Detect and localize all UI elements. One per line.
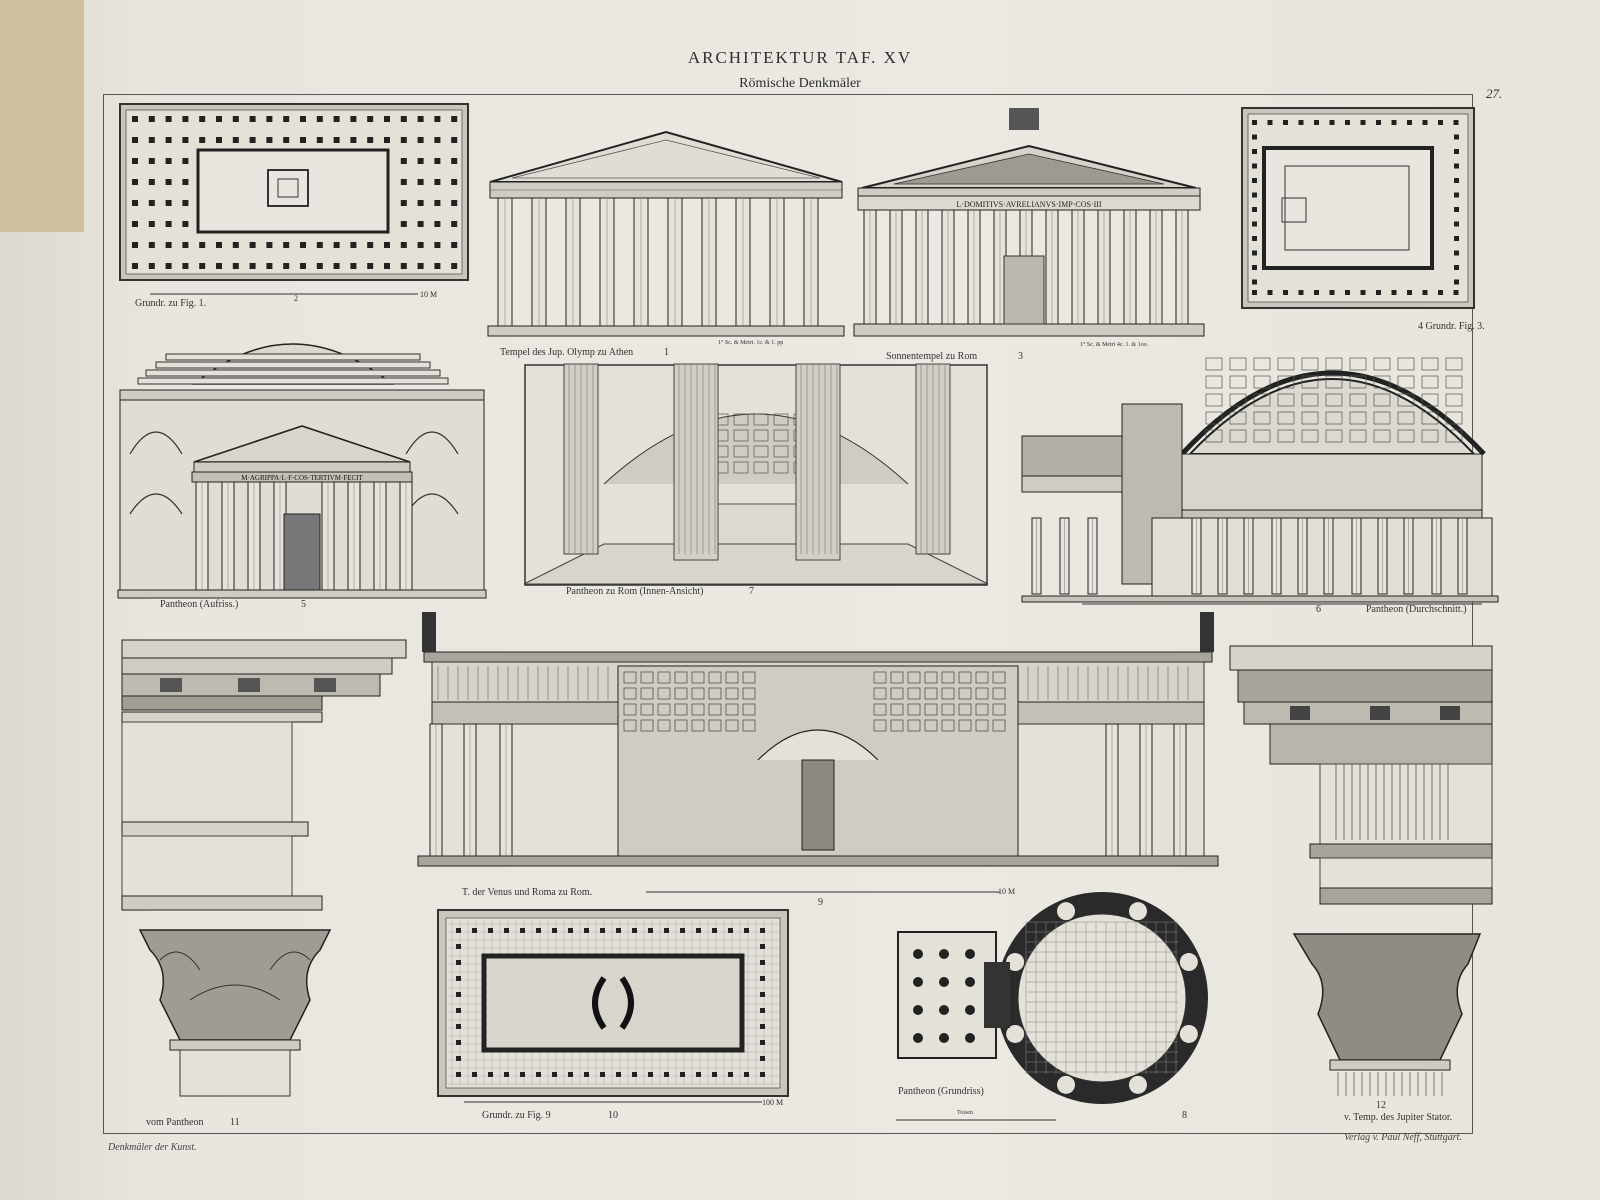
scale-label-fig10: 100 M (762, 1098, 784, 1107)
caption-fig3: Sonnentempel zu Rom (886, 351, 978, 362)
sun-temple-inscription: L·DOMITIVS·AVRELIANVS·IMP·COS·III (956, 200, 1102, 209)
caption-fig5-number: 5 (301, 599, 306, 610)
fig3-sun-temple-elevation: L·DOMITIVS·AVRELIANVS·IMP·COS·III (853, 108, 1205, 337)
caption-fig11: vom Pantheon (146, 1117, 204, 1128)
fig7-pantheon-interior (523, 363, 989, 586)
paper-tab (0, 0, 84, 232)
fig12-jupiter-stator-order (1229, 645, 1493, 1096)
caption-fig11-number: 11 (230, 1117, 240, 1128)
caption-fig4: 4 Grundr. Fig. 3. (1418, 321, 1485, 332)
fig6-pantheon-section (1021, 357, 1499, 605)
scale-label-fig8: Toisen (957, 1110, 973, 1116)
caption-fig8-number: 8 (1182, 1110, 1187, 1121)
pantheon-inscription: M·AGRIPPA·L·F·COS·TERTIVM·FECIT (241, 474, 363, 482)
caption-fig1: Tempel des Jup. Olymp zu Athen (500, 347, 634, 358)
caption-fig10: Grundr. zu Fig. 9 (482, 1110, 551, 1121)
caption-fig9: T. der Venus und Roma zu Rom. (462, 887, 593, 898)
fig5-pantheon-elevation: M·AGRIPPA·L·F·COS·TERTIVM·FECIT (117, 343, 487, 599)
fig11-pantheon-capital (121, 639, 407, 1097)
fig2-temple-plan (119, 103, 469, 295)
caption-fig7: Pantheon zu Rom (Innen-Ansicht) (566, 586, 704, 597)
caption-fig6-number: 6 (1316, 604, 1321, 615)
scale-label-end: 10 M (420, 290, 438, 299)
caption-fig9-number: 9 (818, 897, 823, 908)
caption-fig5: Pantheon (Aufriss.) (160, 599, 239, 610)
caption-fig1-plan: Grundr. zu Fig. 1. (135, 298, 207, 309)
scale-label-fig9: 10 M (998, 887, 1016, 896)
page-number: 27. (1486, 86, 1503, 101)
caption-fig12-number: 12 (1376, 1100, 1386, 1111)
scale-label-fig1: 1° Sc. & Metri. 1c. & 1. pp (718, 340, 784, 346)
footer-right: Verlag v. Paul Neff, Stuttgart. (1344, 1132, 1462, 1143)
scale-label-mid: 2 (294, 294, 298, 303)
plate-border (103, 94, 1473, 1134)
fig9-venus-roma-section (417, 612, 1219, 893)
fig8-pantheon-plan (896, 892, 1208, 1121)
footer-left: Denkmäler der Kunst. (108, 1142, 197, 1153)
caption-fig7-number: 7 (749, 586, 754, 597)
caption-fig6: Pantheon (Durchschnitt.) (1366, 604, 1467, 615)
caption-fig1-number: 1 (664, 347, 669, 358)
scale-label-fig3: 1° Sc. & Metri 4c. 1. & 1oo. (1080, 342, 1149, 348)
caption-fig12: v. Temp. des Jupiter Stator. (1344, 1112, 1453, 1123)
fig10-venus-roma-plan (437, 909, 789, 1103)
fig4-sun-temple-plan (1241, 107, 1475, 309)
plate-title: ARCHITEKTUR TAF. XV (687, 48, 913, 67)
caption-fig3-number: 3 (1018, 351, 1023, 362)
caption-fig10-number: 10 (608, 1110, 618, 1121)
fig1-temple-elevation (487, 130, 845, 337)
caption-fig8: Pantheon (Grundriss) (898, 1086, 984, 1097)
plate-subtitle: Römische Denkmäler (739, 76, 861, 91)
